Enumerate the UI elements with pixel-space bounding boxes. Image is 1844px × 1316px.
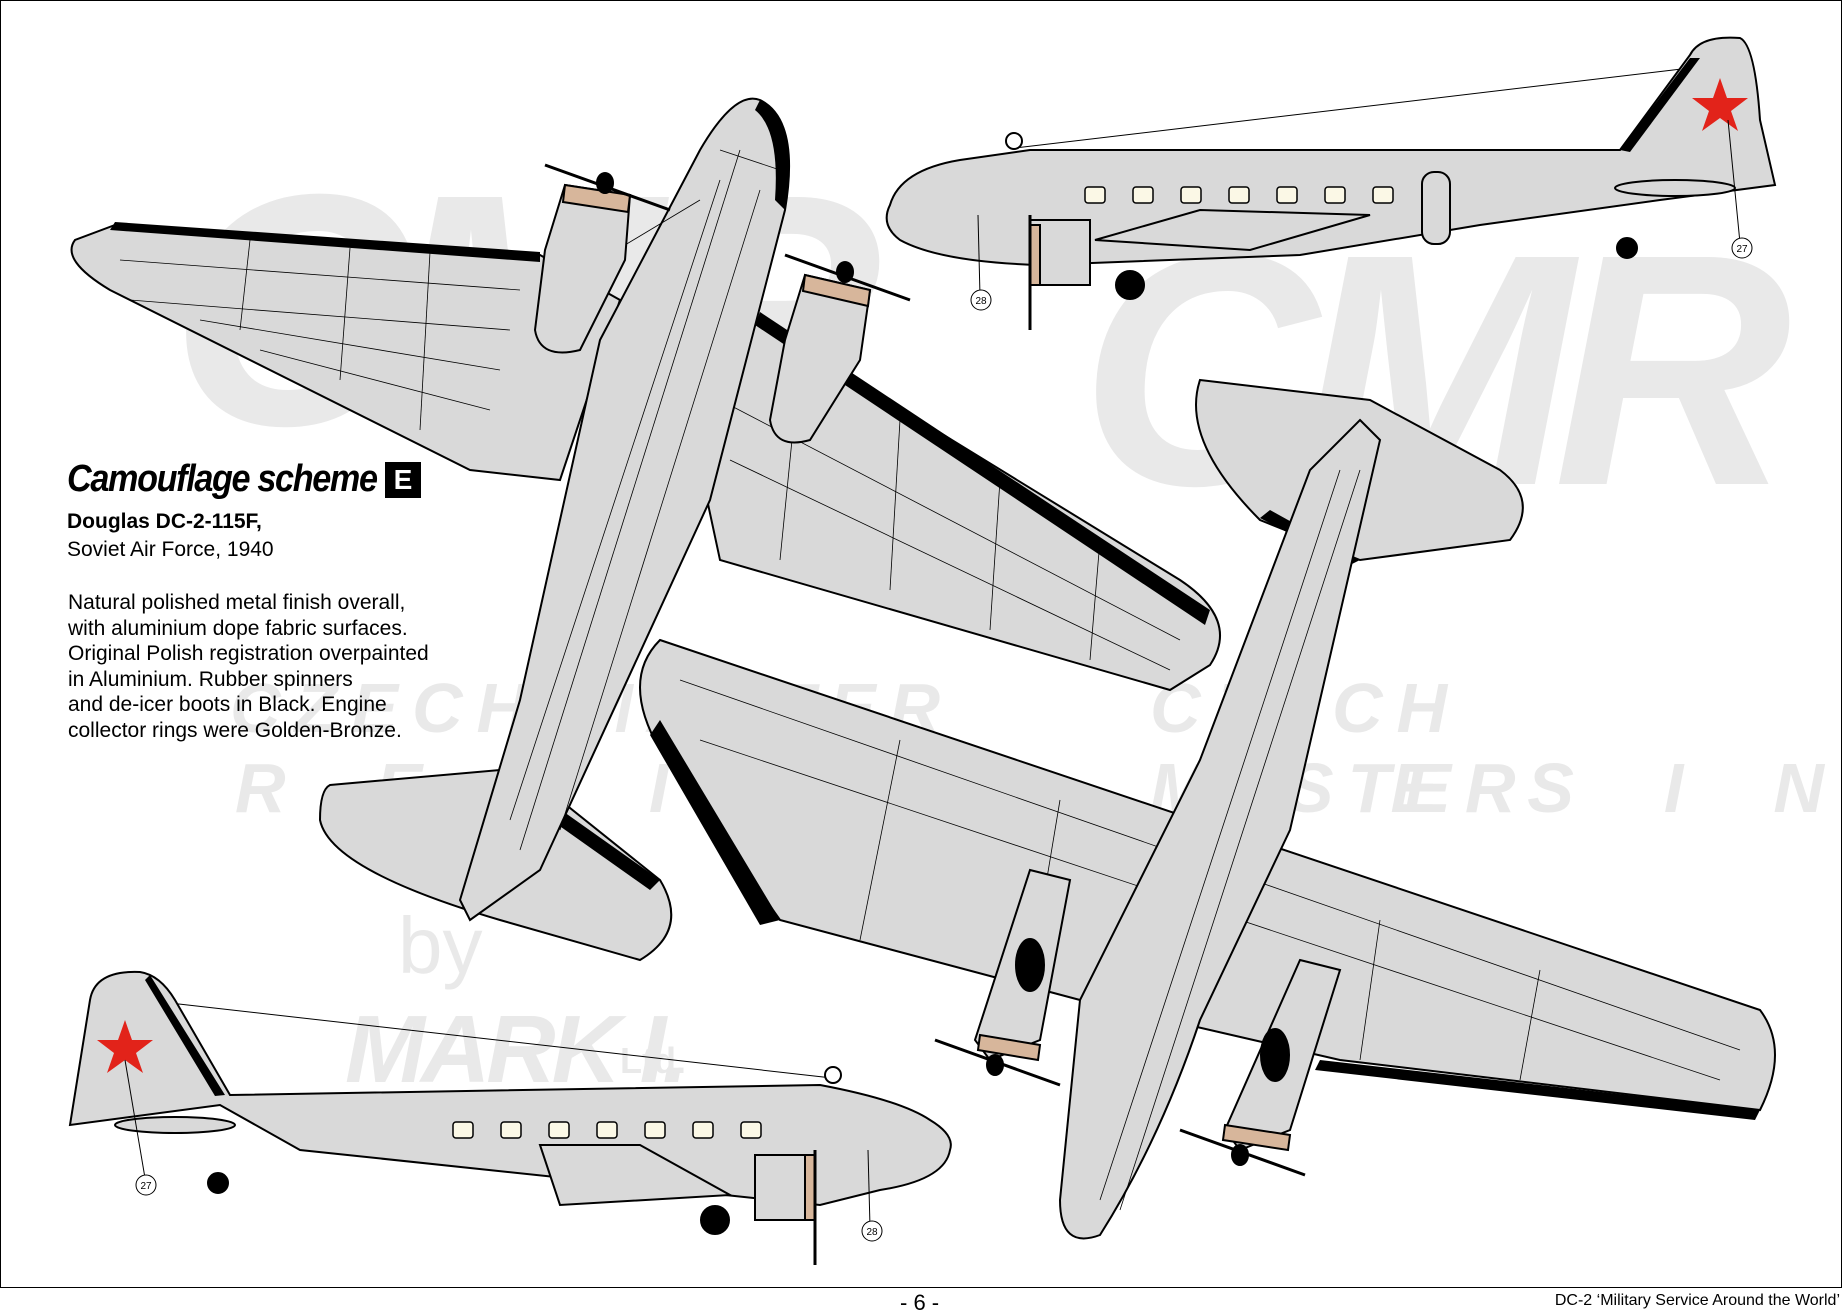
scheme-header: Camouflage scheme E bbox=[67, 458, 527, 501]
callout-star-bottom: 27 bbox=[140, 1181, 152, 1192]
aircraft-operator: Soviet Air Force, 1940 bbox=[67, 538, 274, 561]
callout-star-top: 27 bbox=[1736, 244, 1748, 255]
side-view-left-aircraft bbox=[68, 970, 952, 1265]
callout-antenna-top: 28 bbox=[975, 296, 987, 307]
soviet-star-tail-right bbox=[1692, 78, 1748, 131]
underside-fuselage-panel-lines bbox=[1099, 469, 1361, 1211]
soviet-star-tail-left bbox=[97, 1020, 153, 1073]
scheme-badge: E bbox=[385, 462, 421, 498]
left-wing-panel-lines bbox=[119, 239, 521, 431]
publication-title: DC-2 ‘Military Service Around the World’ bbox=[1554, 1292, 1840, 1309]
scheme-title: Camouflage scheme bbox=[67, 458, 378, 500]
scheme-description: Natural polished metal finish overall, w… bbox=[68, 591, 429, 742]
callout-antenna-bottom: 28 bbox=[866, 1227, 878, 1238]
side-windows-right bbox=[1084, 186, 1394, 204]
aircraft-type: Douglas DC-2-115F, bbox=[67, 510, 262, 533]
bottom-view-aircraft bbox=[639, 378, 1776, 1240]
side-windows-left bbox=[452, 1121, 762, 1139]
side-view-right-aircraft bbox=[885, 36, 1777, 330]
page-number: - 6 - bbox=[900, 1290, 940, 1315]
page-frame bbox=[0, 0, 1842, 1288]
top-view-aircraft bbox=[70, 97, 1221, 962]
